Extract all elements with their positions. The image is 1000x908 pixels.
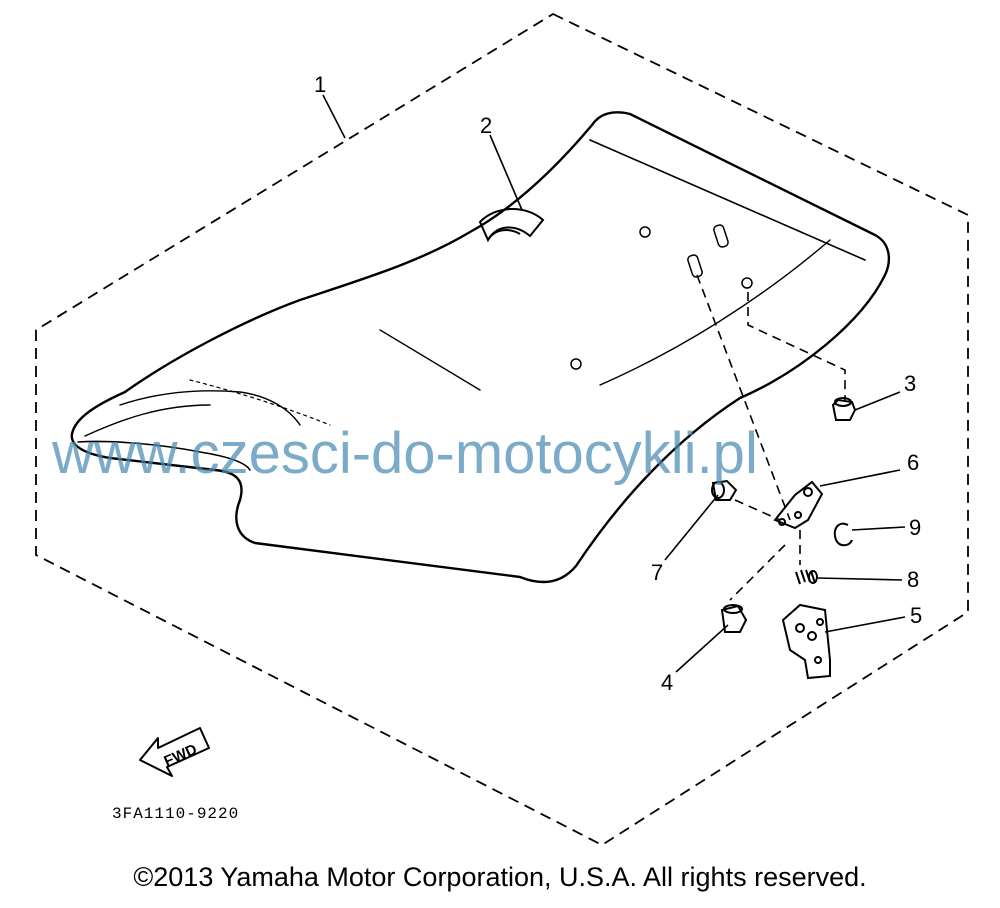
callout-leaders xyxy=(322,94,906,673)
assembly-leaders xyxy=(696,274,846,601)
callout-4: 4 xyxy=(661,670,673,695)
watermark: www.czesci-do-motocykli.pl xyxy=(51,421,758,486)
fwd-arrow-icon: FWD xyxy=(139,727,210,777)
seat-body xyxy=(70,111,891,584)
part-8-spring xyxy=(795,569,818,585)
callout-3: 3 xyxy=(904,371,916,396)
callout-1: 1 xyxy=(314,72,326,97)
copyright-notice: ©2013 Yamaha Motor Corporation, U.S.A. A… xyxy=(133,862,867,892)
callout-9: 9 xyxy=(909,515,921,540)
callout-7: 7 xyxy=(651,560,663,585)
callout-5: 5 xyxy=(910,603,922,628)
part-5-lock-bracket xyxy=(781,603,831,680)
part-6-lock-plate xyxy=(773,480,824,530)
part-3-damper xyxy=(831,397,857,421)
seat-strap-part xyxy=(478,207,545,243)
part-code: 3FA1110-9220 xyxy=(112,805,239,823)
part-9-clip xyxy=(833,522,853,547)
callout-8: 8 xyxy=(907,567,919,592)
callout-6: 6 xyxy=(907,450,919,475)
assembly-boundary xyxy=(35,12,969,847)
callout-2: 2 xyxy=(480,113,492,138)
